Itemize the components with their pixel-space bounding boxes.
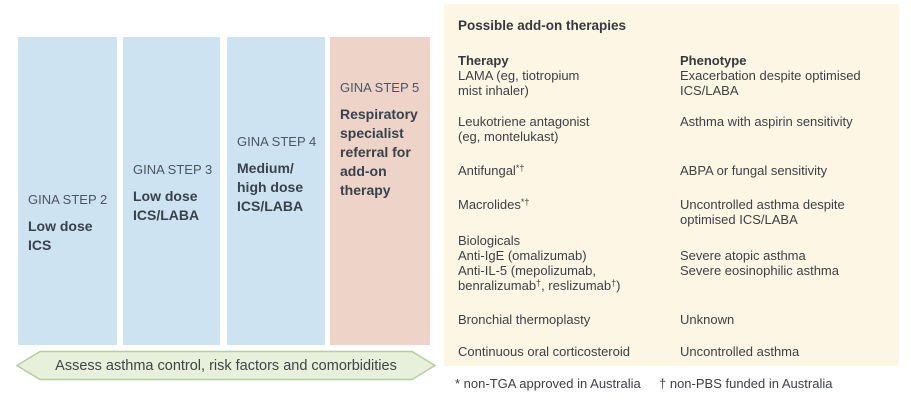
step-title-line: add-on [340, 163, 387, 179]
step-label: GINA STEP 4 [237, 134, 317, 149]
phenotype-cell: Uncontrolled asthma [680, 344, 899, 359]
therapy-cell: Antifungal*† [458, 163, 680, 178]
phenotype-cell: ABPA or fungal sensitivity [680, 163, 899, 178]
table-row: Antifungal*† ABPA or fungal sensitivity [458, 163, 899, 178]
assess-arrow: Assess asthma control, risk factors and … [16, 350, 436, 381]
text-line: Biologicals [458, 233, 521, 248]
text-line: Anti-IL-5 (mepolizumab, [458, 263, 596, 278]
text-line: Exacerbation despite optimised [680, 68, 861, 83]
step-title-line: Low dose [28, 218, 93, 234]
step-title-line: ICS [28, 237, 52, 253]
phenotype-header-label: Phenotype [680, 53, 747, 68]
text-line [680, 233, 899, 248]
text-line: Continuous oral corticosteroid [458, 344, 630, 359]
text-line: Anti-IgE (omalizumab) [458, 248, 587, 263]
text-line: Uncontrolled asthma despite [680, 197, 845, 212]
step-title-line: Respiratory [340, 106, 418, 122]
text-line: ABPA or fungal sensitivity [680, 163, 828, 178]
therapy-header: Therapy [458, 53, 680, 68]
table-header-row: Therapy Phenotype [458, 53, 899, 68]
step-title-line: referral for [340, 144, 411, 160]
step-title-line: specialist [340, 125, 404, 141]
arrow-shape [16, 350, 436, 381]
footnote-pbs: † non-PBS funded in Australia [659, 376, 833, 391]
addon-panel: Possible add-on therapies Therapy Phenot… [444, 4, 899, 366]
gina-step-5-column: GINA STEP 5 Respiratory specialist referral… [330, 37, 430, 345]
text-line: Bronchial thermoplasty [458, 312, 591, 327]
text-line: ICS/LABA [680, 83, 739, 98]
therapy-cell: Leukotriene antagonist(eg, montelukast) [458, 114, 680, 144]
footnote-tga: * non-TGA approved in Australia [455, 376, 641, 391]
text-line: mist inhaler) [458, 83, 529, 98]
text-line: Macrolides*† [458, 197, 530, 212]
text-line: (eg, montelukast) [458, 129, 559, 144]
assess-arrow-label: Assess asthma control, risk factors and … [55, 357, 397, 374]
text-line: optimised ICS/LABA [680, 212, 798, 227]
table-row: Bronchial thermoplasty Unknown [458, 312, 899, 327]
step-label: GINA STEP 3 [133, 162, 213, 177]
panel-heading: Possible add-on therapies [458, 18, 627, 33]
step-title-line: therapy [340, 182, 391, 198]
therapy-cell: Bronchial thermoplasty [458, 312, 680, 327]
table-row: Leukotriene antagonist(eg, montelukast)A… [458, 114, 899, 144]
therapy-header-label: Therapy [458, 53, 509, 68]
step-label: GINA STEP 5 [340, 80, 420, 95]
step-title-line: Low dose [133, 188, 198, 204]
phenotype-cell: Asthma with aspirin sensitivity [680, 114, 899, 144]
therapy-cell: Continuous oral corticosteroid [458, 344, 680, 359]
table-row: Continuous oral corticosteroid Uncontroll… [458, 344, 899, 359]
text-line: Unknown [680, 312, 735, 327]
footnotes: * non-TGA approved in Australia † non-PB… [455, 376, 832, 391]
text-line: benralizumab†, reslizumab†) [458, 278, 621, 293]
step-title-line: ICS/LABA [237, 198, 304, 214]
text-line: Uncontrolled asthma [680, 344, 800, 359]
phenotype-header: Phenotype [680, 53, 899, 68]
phenotype-cell: Unknown [680, 312, 899, 327]
text-line: Antifungal*† [458, 163, 525, 178]
step-label: GINA STEP 2 [28, 192, 108, 207]
text-line: Severe atopic asthma [680, 248, 806, 263]
text-line: Asthma with aspirin sensitivity [680, 114, 853, 129]
therapy-cell: Macrolides*† [458, 197, 680, 227]
step-title-line: ICS/LABA [133, 207, 200, 223]
text-line: Severe eosinophilic asthma [680, 263, 839, 278]
step-title-line: Medium/ [237, 160, 294, 176]
text-line: LAMA (eg, tiotropium [458, 68, 580, 83]
step-title-line: high dose [237, 179, 304, 195]
text-line: Leukotriene antagonist [458, 114, 590, 129]
